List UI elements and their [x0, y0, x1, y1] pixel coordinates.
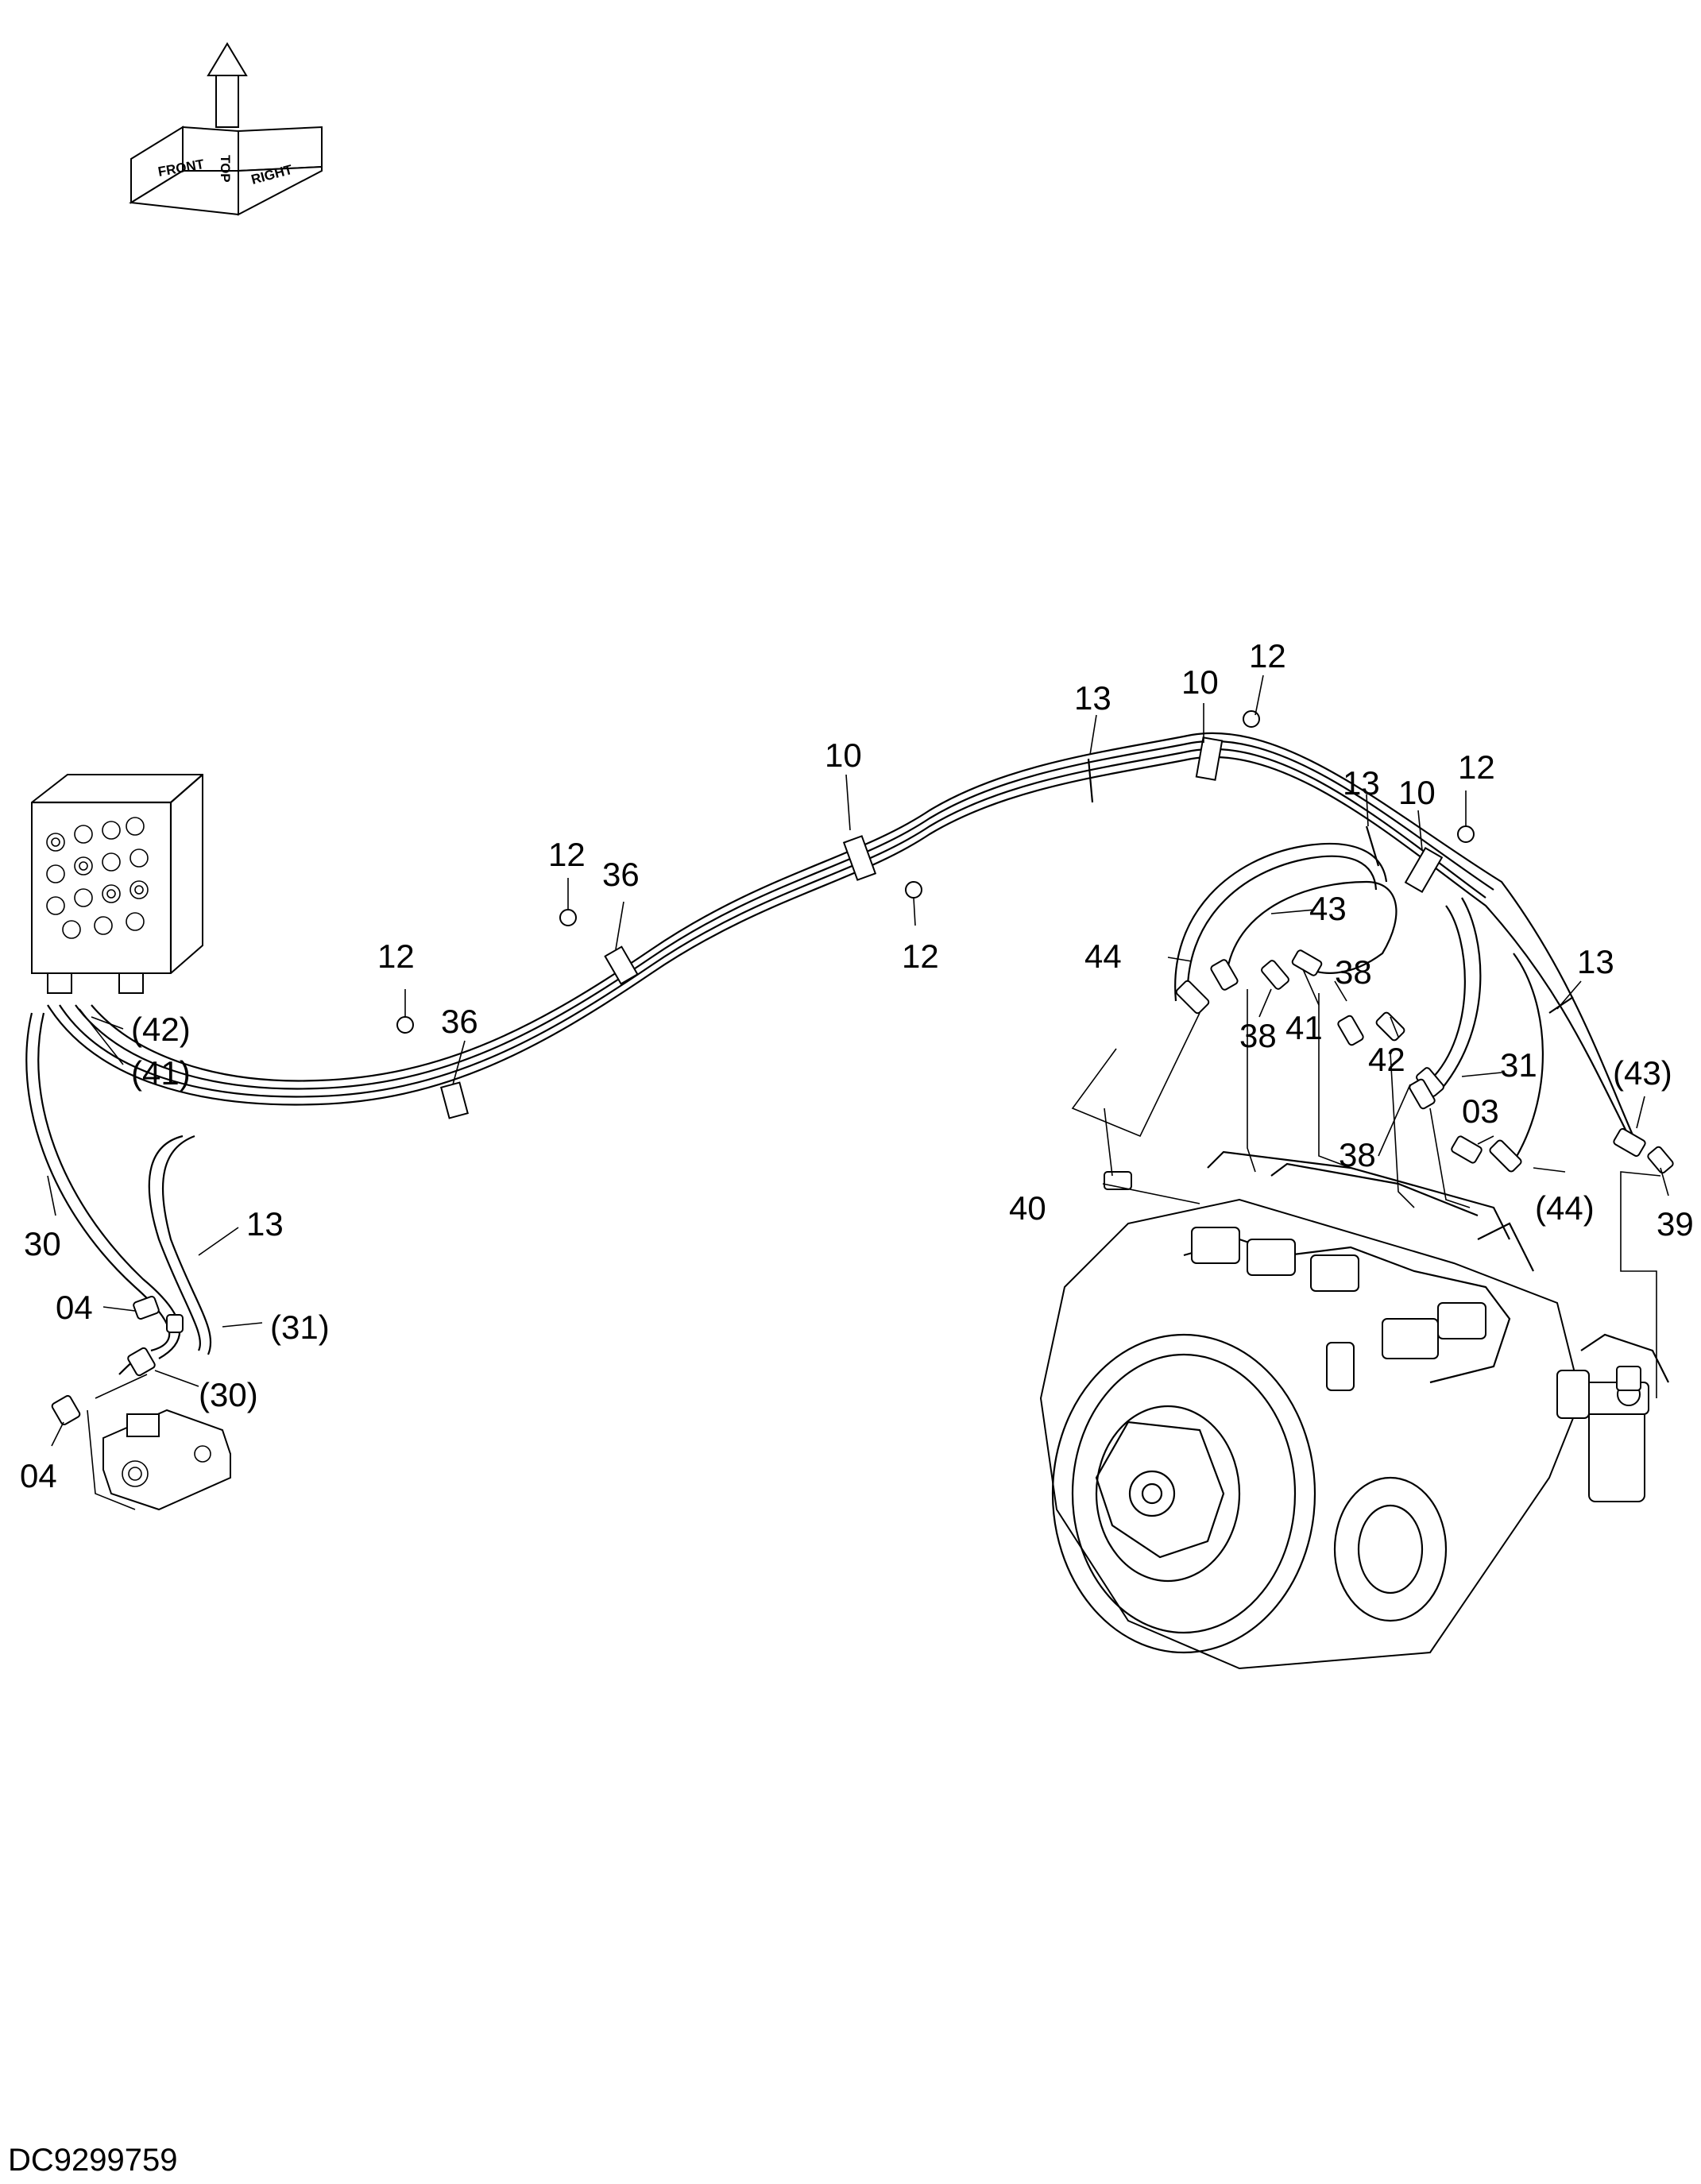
- callout-41: 41: [1285, 1009, 1323, 1046]
- main-hose-bundle: [47, 732, 1638, 1145]
- orientation-indicator: FRONT TOP RIGHT: [128, 42, 323, 216]
- callout-30-ref: (30): [199, 1376, 258, 1413]
- callout-36: 36: [441, 1003, 478, 1040]
- callout-10: 10: [825, 736, 862, 774]
- callout-41-ref: (41): [131, 1054, 191, 1092]
- callout-12: 12: [377, 937, 415, 975]
- leader-lines: [47, 675, 1669, 1447]
- callout-43-ref: (43): [1613, 1054, 1672, 1092]
- callout-04: 04: [20, 1457, 57, 1494]
- callout-12: 12: [1249, 637, 1286, 675]
- callout-44: 44: [1084, 937, 1122, 975]
- callout-40: 40: [1009, 1189, 1046, 1227]
- callout-13: 13: [246, 1205, 284, 1243]
- callout-12: 12: [1458, 748, 1495, 786]
- callout-38: 38: [1335, 953, 1372, 991]
- callout-03: 03: [1462, 1092, 1499, 1130]
- drawing-id: DC9299759: [8, 2143, 178, 2178]
- pump-assembly: [1039, 1150, 1669, 1670]
- callout-13: 13: [1577, 943, 1614, 980]
- callout-10: 10: [1181, 663, 1219, 701]
- shuttle-valve: [102, 1409, 231, 1511]
- callout-31-ref: (31): [270, 1308, 330, 1346]
- callout-labels: 12 10 13 12 13 10 12 10 12 36 12 36 43 4…: [20, 637, 1694, 1494]
- callout-13: 13: [1074, 679, 1111, 717]
- callout-36: 36: [602, 856, 640, 893]
- callout-04: 04: [56, 1289, 93, 1326]
- callout-43: 43: [1309, 890, 1347, 927]
- callout-42-ref: (42): [131, 1011, 191, 1048]
- callout-44-ref: (44): [1535, 1189, 1595, 1227]
- callout-10: 10: [1398, 774, 1436, 811]
- reference-lines: [87, 989, 1661, 1510]
- callout-13: 13: [1343, 764, 1380, 802]
- orientation-top-label: TOP: [218, 155, 233, 183]
- hose-clamps: [440, 736, 1574, 1119]
- callout-42: 42: [1368, 1041, 1405, 1078]
- callout-12: 12: [548, 836, 586, 873]
- callout-39: 39: [1657, 1205, 1694, 1243]
- callout-31: 31: [1500, 1046, 1537, 1084]
- callout-38: 38: [1239, 1017, 1277, 1054]
- callout-38: 38: [1339, 1136, 1376, 1173]
- pilot-valve-block: [31, 774, 203, 994]
- callout-30: 30: [24, 1225, 61, 1262]
- callout-12: 12: [902, 937, 939, 975]
- right-hoses: [1174, 842, 1544, 1169]
